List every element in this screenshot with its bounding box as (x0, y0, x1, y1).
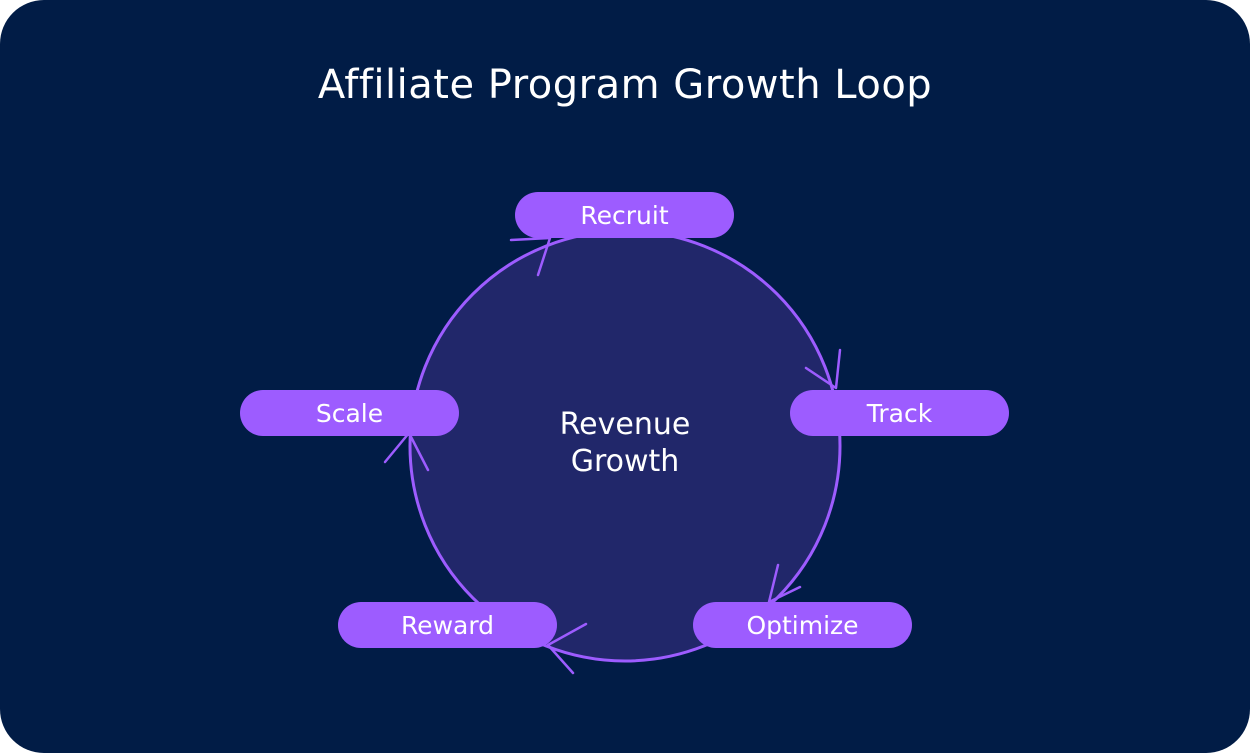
node-track-pill (790, 390, 1009, 436)
center-label-line1: Revenue (560, 407, 691, 442)
diagram-title: Affiliate Program Growth Loop (317, 62, 933, 108)
arrow-recruit-to-track (804, 348, 842, 390)
node-recruit-pill (515, 192, 734, 238)
node-optimize-pill (693, 602, 912, 648)
node-scale: Scale (240, 390, 459, 436)
node-recruit: Recruit (515, 192, 734, 238)
node-scale-label: Scale (316, 399, 383, 428)
node-scale-pill (240, 390, 459, 436)
node-optimize: Optimize (693, 602, 912, 648)
node-recruit-label: Recruit (580, 201, 668, 230)
node-reward-pill (338, 602, 557, 648)
node-reward-label: Reward (401, 611, 494, 640)
center-label-line2: Growth (571, 444, 680, 479)
node-reward: Reward (338, 602, 557, 648)
node-track-label: Track (866, 399, 933, 428)
node-track: Track (790, 390, 1009, 436)
node-optimize-label: Optimize (746, 611, 858, 640)
arrow-optimize-to-reward (546, 622, 588, 675)
